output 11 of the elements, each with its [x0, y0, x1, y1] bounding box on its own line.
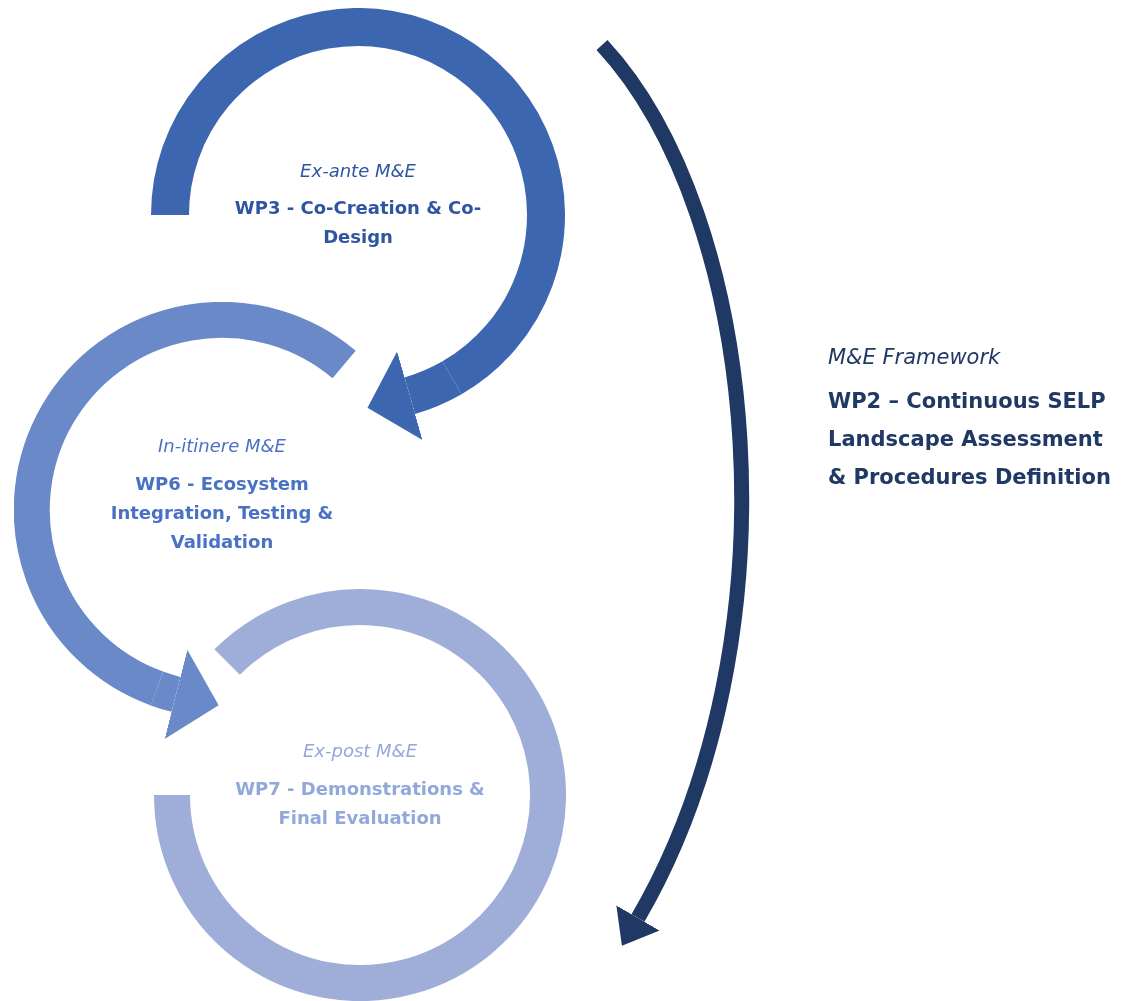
cycle-ring — [154, 589, 566, 1001]
stage-label: Ex-ante M&E — [299, 159, 417, 183]
work-package-title: WP3 - Co-Creation & Co-Design — [233, 196, 483, 249]
framework-title: WP2 – Continuous SELP Landscape Assessment & Procedures Definition — [828, 388, 1112, 491]
work-package-title: WP6 - Ecosystem Integration, Testing & Validation — [109, 472, 335, 554]
work-package-title: WP7 - Demonstrations & Final Evaluation — [234, 777, 486, 830]
stage-label: In-itinere M&E — [157, 434, 287, 458]
stage-label: Ex-post M&E — [301, 739, 419, 763]
arrow — [367, 351, 461, 440]
arrow — [151, 649, 219, 739]
framework-label: M&E Framework — [828, 344, 1002, 371]
